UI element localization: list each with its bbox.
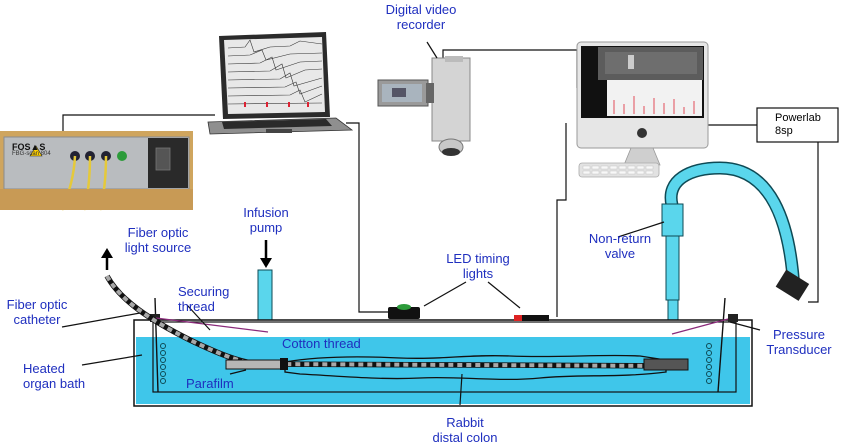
pressure-tubing xyxy=(664,161,801,291)
parafilm-label: Parafilm xyxy=(186,376,234,391)
laptop xyxy=(207,32,354,135)
cotton-thread-label: Cotton thread xyxy=(282,336,361,351)
powerlab-box xyxy=(756,107,839,143)
fos-brand-label: FOS▲S xyxy=(12,142,46,152)
led-red xyxy=(514,315,549,321)
imac-screen-spikes xyxy=(613,96,695,114)
pressure-transducer xyxy=(775,269,810,301)
digital-video-recorder xyxy=(377,56,471,156)
infusion-pump-arrow xyxy=(260,240,272,268)
bath-posts xyxy=(154,297,726,393)
laptop-screen-traces xyxy=(227,39,323,105)
pointer-lines xyxy=(61,41,761,406)
fos-model-label: FBG-scan 804 xyxy=(12,151,51,157)
fiber-light-arrow xyxy=(101,248,113,270)
fos-interrogator xyxy=(0,131,193,211)
fiber-optic-catheter xyxy=(104,274,689,371)
securing-threads xyxy=(155,317,729,335)
laptop-screen-markers xyxy=(244,102,309,107)
heater-coils xyxy=(160,343,712,384)
imac-monitor xyxy=(576,41,709,178)
led-box xyxy=(388,307,420,319)
